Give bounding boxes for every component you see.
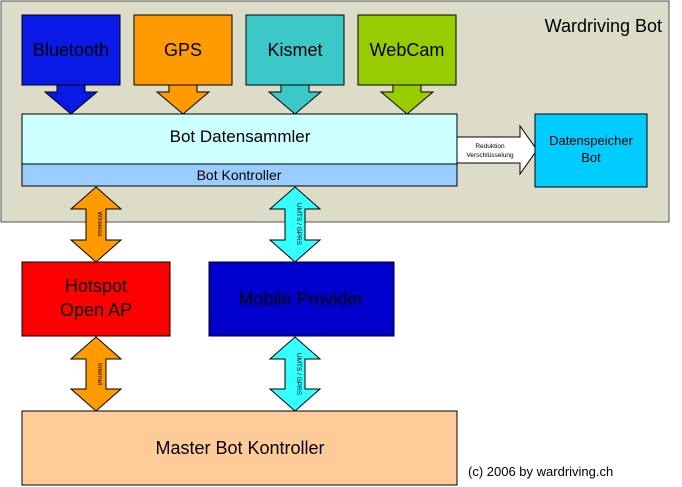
storage-arrow: [456, 124, 538, 176]
source-bluetooth: Bluetooth: [21, 14, 121, 115]
storage-label-line2: Bot: [581, 150, 601, 165]
hotspot-label-line1: Hotspot: [65, 276, 127, 296]
source-gps: GPS: [133, 14, 233, 115]
link-umts-lower: UMTS / GPRS: [268, 336, 322, 412]
source-label: GPS: [164, 40, 202, 60]
source-label: WebCam: [370, 40, 445, 60]
collector-box: [21, 113, 458, 165]
copyright: (c) 2006 by wardriving.ch: [468, 464, 613, 479]
controller-label: Bot Kontroller: [197, 167, 282, 183]
mobile-provider-box: [208, 261, 395, 337]
mobile-provider-label: Mobile Provider: [238, 289, 363, 309]
hotspot-box: [21, 261, 171, 337]
source-label: Kismet: [267, 40, 322, 60]
storage-arrow-line1: Reduktion: [475, 143, 505, 150]
link-label: Wireless: [96, 212, 103, 238]
collector-label: Bot Datensammler: [170, 127, 311, 146]
bot-title: Wardriving Bot: [545, 16, 662, 36]
storage-box: [534, 113, 648, 188]
link-internet: Internet: [69, 336, 123, 412]
link-label: UMTS / GPRS: [295, 203, 302, 246]
master-label: Master Bot Kontroller: [155, 438, 324, 458]
source-webcam: WebCam: [357, 14, 457, 115]
link-label: UMTS / GPRS: [295, 353, 302, 396]
master-box: [21, 410, 458, 486]
link-label: Internet: [96, 363, 103, 385]
source-label: Bluetooth: [33, 40, 109, 60]
storage-label-line1: Datenspeicher: [549, 133, 633, 148]
hotspot-label-line2: Open AP: [60, 300, 132, 320]
source-kismet: Kismet: [245, 14, 345, 115]
storage-arrow-line2: Verschlüsselung: [466, 152, 514, 159]
controller-box: [21, 163, 458, 187]
